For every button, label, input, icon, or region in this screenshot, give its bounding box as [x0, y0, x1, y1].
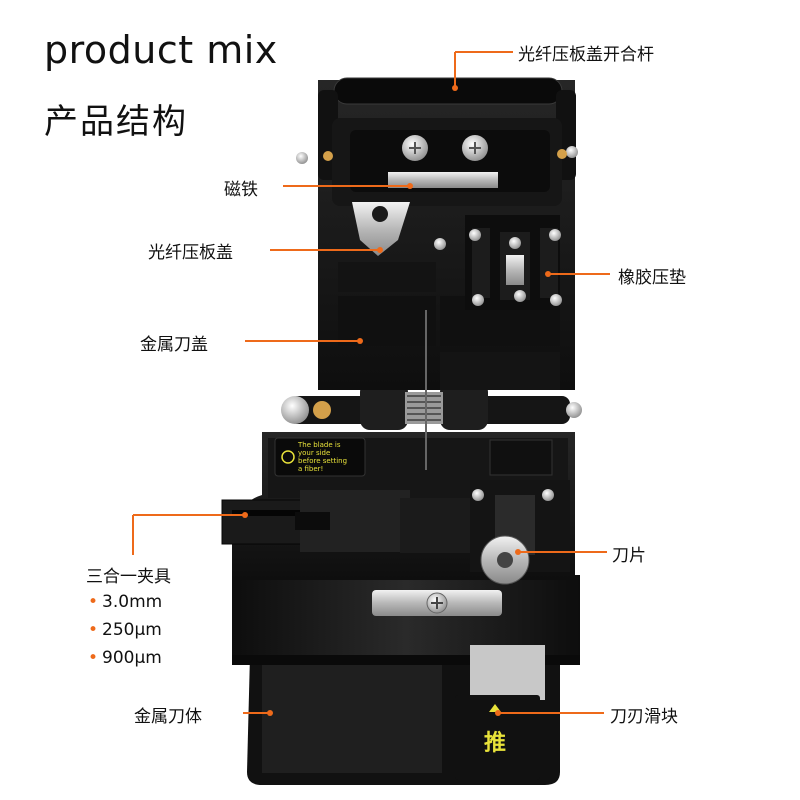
clamp-size-2: •250μm: [88, 620, 162, 640]
warning-text-3: before setting: [298, 457, 347, 465]
warning-text-4: a fiber!: [298, 465, 323, 473]
label-magnet: 磁铁: [224, 180, 258, 200]
three-in-one-clamp: [221, 490, 470, 553]
warning-text-2: your side: [298, 449, 330, 457]
blade-holder: [470, 439, 570, 585]
label-slider: 刀刃滑块: [610, 707, 678, 727]
label-metal-body: 金属刀体: [134, 707, 202, 727]
label-metal-blade-cover: 金属刀盖: [140, 335, 208, 355]
label-fiber-cover: 光纤压板盖: [148, 243, 233, 263]
title-chinese: 产品结构: [44, 102, 188, 142]
clamp-size-1: •3.0mm: [88, 592, 163, 612]
title-english: product mix: [44, 28, 278, 72]
lower-platform: The blade is your side before setting a …: [221, 432, 575, 616]
hinge: [281, 382, 582, 430]
upper-lid: [296, 77, 578, 470]
blade-slider: 推: [455, 645, 545, 780]
label-lever: 光纤压板盖开合杆: [518, 45, 654, 65]
warning-text-1: The blade is: [297, 441, 341, 449]
label-rubber-pad: 橡胶压垫: [618, 268, 686, 288]
label-blade: 刀片: [612, 546, 646, 566]
clamp-size-3: •900μm: [88, 648, 162, 668]
callout-lines: [132, 51, 610, 714]
push-label: 推: [484, 731, 506, 756]
callout-dots: [242, 85, 551, 716]
label-clamp: 三合一夹具: [86, 567, 171, 587]
